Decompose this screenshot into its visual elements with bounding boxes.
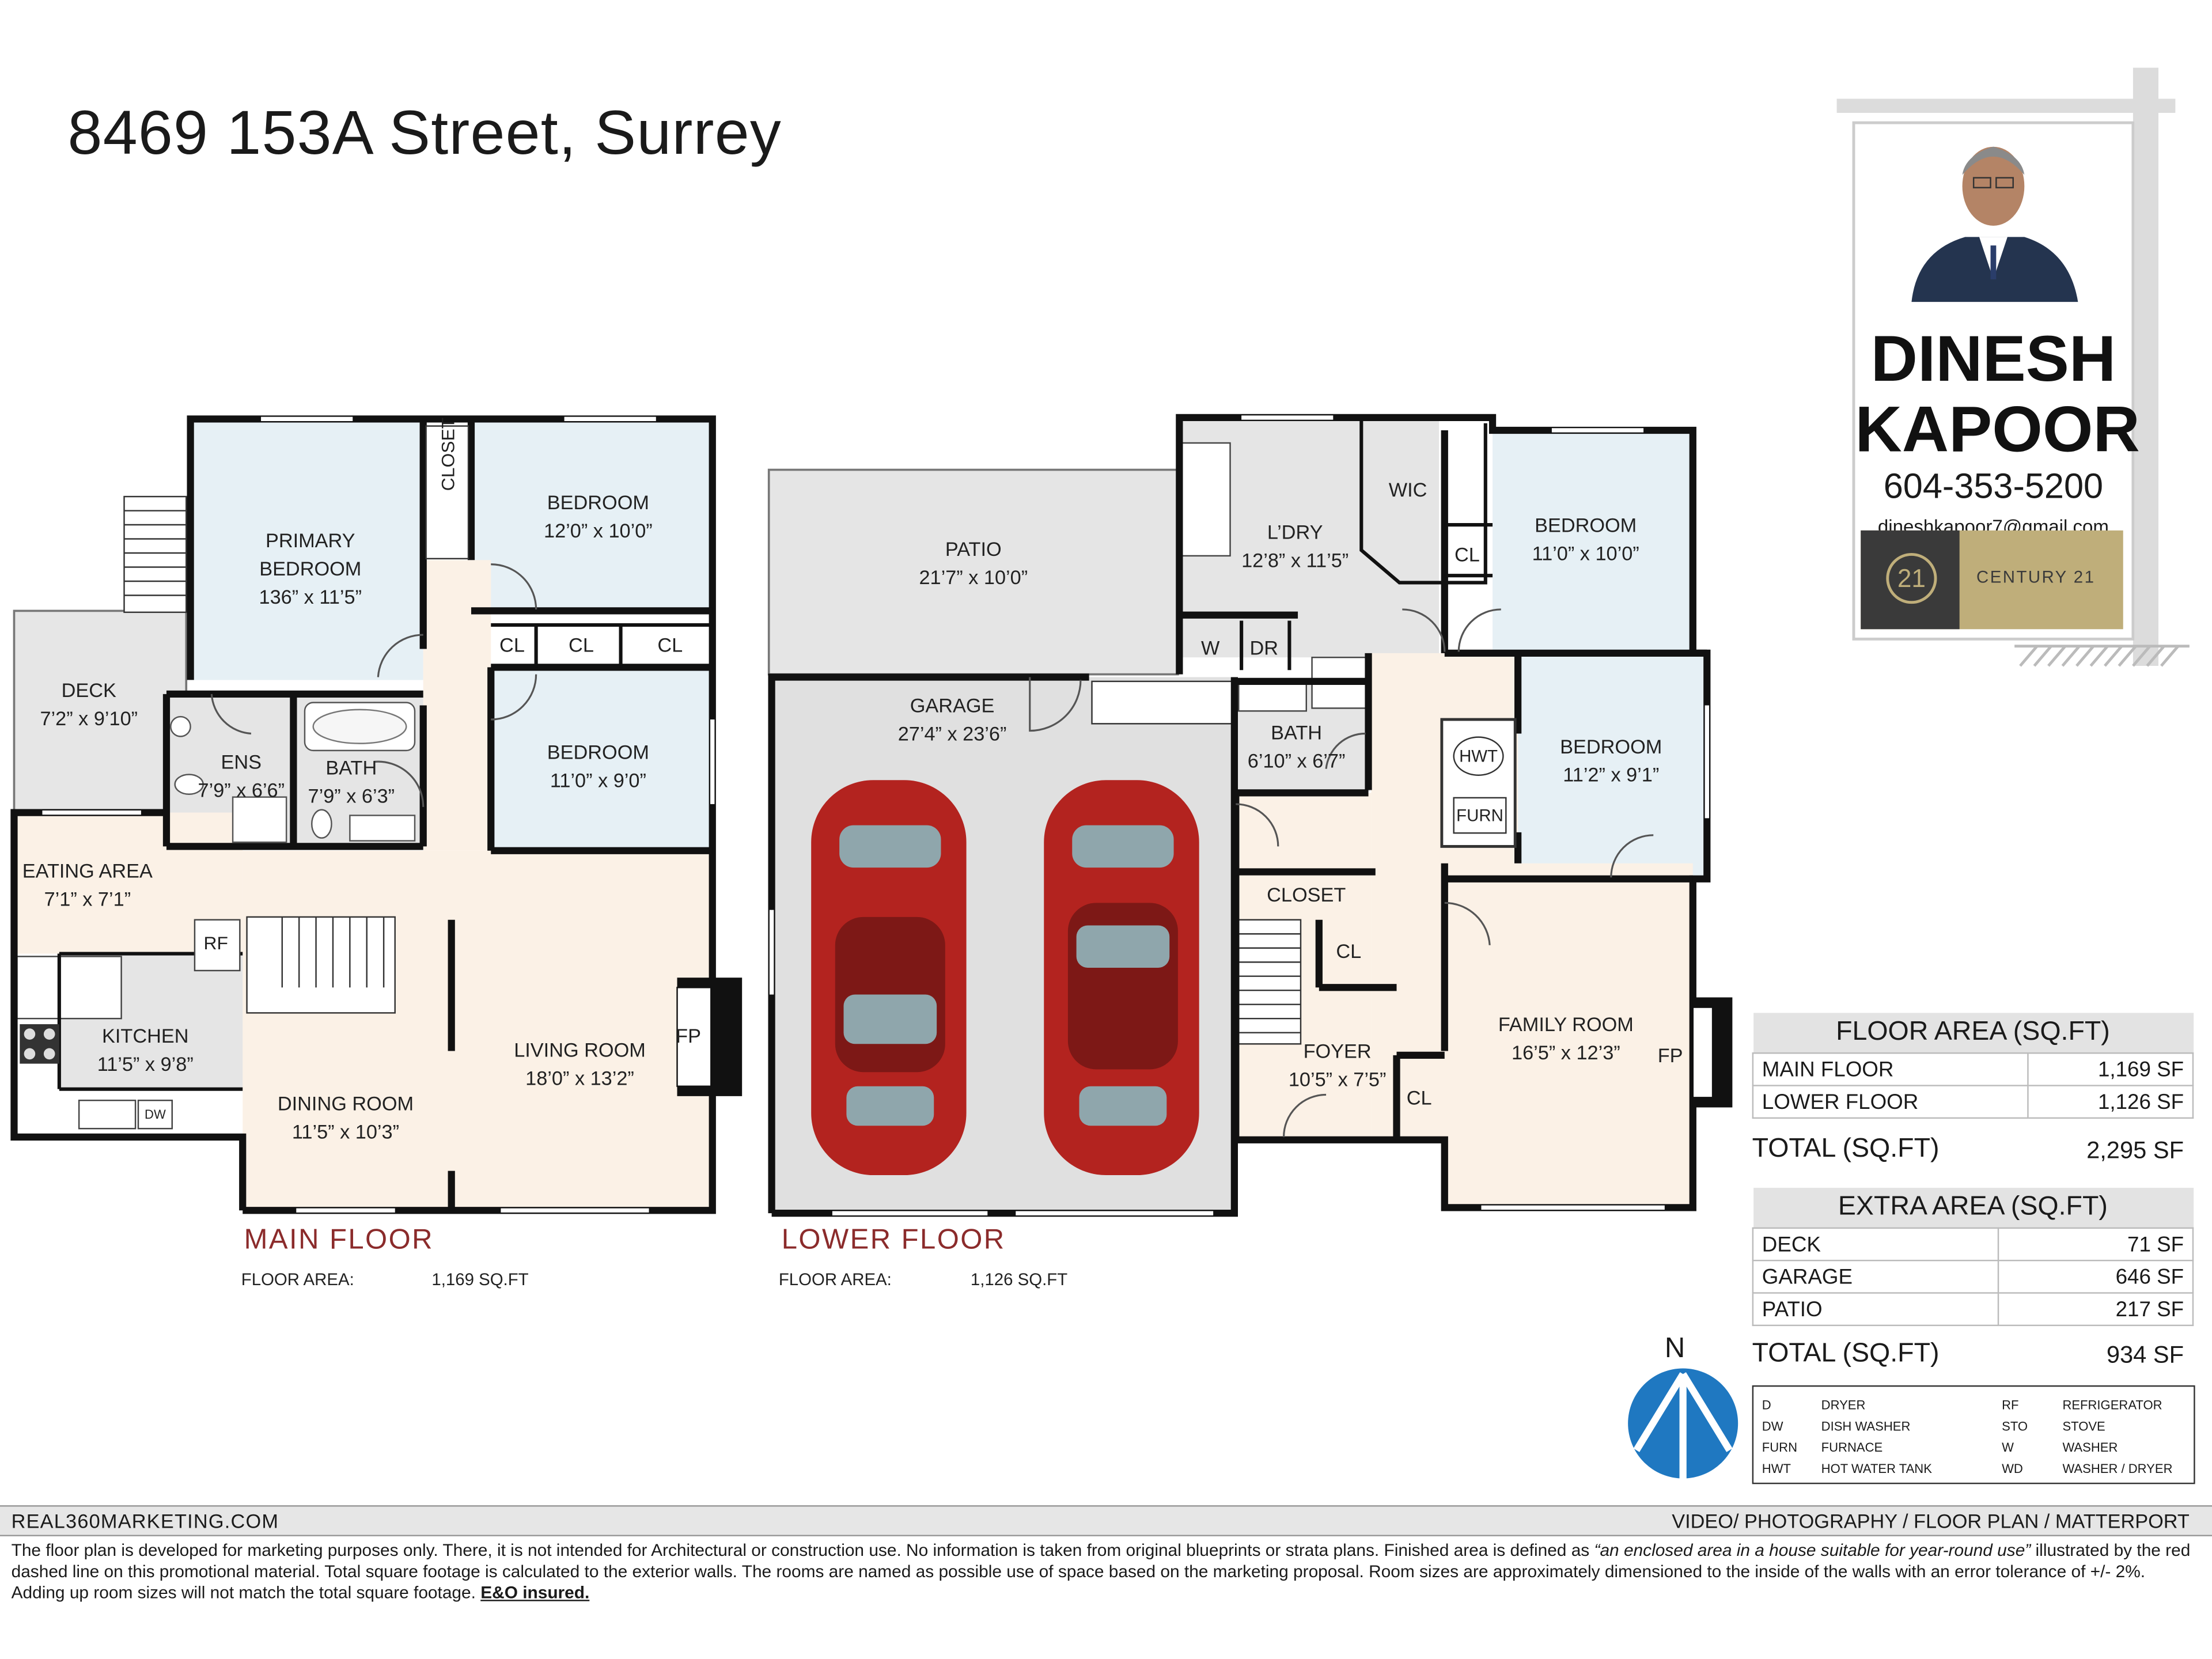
- lower-cl-3-label: CL: [1406, 1086, 1432, 1109]
- footer-website-link[interactable]: REAL360MARKETING.COM: [11, 1509, 279, 1532]
- agent-photo: [1911, 146, 2078, 302]
- main-floor-area-value: 1,169 SQ.FT: [431, 1270, 529, 1290]
- century21-mark: 21: [1861, 530, 1960, 630]
- agent-phone[interactable]: 604-353-5200: [1883, 467, 2104, 507]
- bedroom-area-2: [491, 667, 711, 848]
- floor-area-total-label: TOTAL (SQ.FT): [1752, 1134, 1940, 1164]
- lower-cl-1-label: CL: [1455, 543, 1480, 566]
- century21-seal: 21: [1886, 553, 1937, 604]
- floor-plan-drawing: [10, 414, 1733, 1217]
- hallway-area: [423, 560, 491, 851]
- compass-icon: [1628, 1368, 1738, 1479]
- deck-area: [13, 609, 188, 814]
- realtor-sign: DINESH KAPOOR 604-353-5200 dineshkapoor7…: [1852, 121, 2140, 641]
- compass-north-label: N: [1664, 1333, 1685, 1365]
- primary-bedroom-area: [190, 419, 423, 680]
- disclaimer-text: The floor plan is developed for marketin…: [11, 1540, 2191, 1603]
- main-fireplace-label: FP: [676, 1024, 701, 1047]
- hot-water-tank-label: HWT: [1453, 736, 1504, 776]
- main-cl-3-label: CL: [657, 633, 683, 656]
- floor-area-header: FLOOR AREA (SQ.FT): [1752, 1013, 2193, 1054]
- patio-area: [767, 468, 1179, 676]
- extra-area-total-label: TOTAL (SQ.FT): [1752, 1339, 1940, 1369]
- page-title: 8469 153A Street, Surrey: [67, 99, 782, 168]
- lower-fireplace-label: FP: [1657, 1044, 1683, 1067]
- floor-area-total-value: 2,295 SF: [2086, 1137, 2184, 1164]
- deck-stairs: [123, 495, 187, 613]
- lower-floor-area-value: 1,126 SQ.FT: [970, 1270, 1068, 1290]
- furnace-label: FURN: [1453, 797, 1507, 834]
- dryer-label: DR: [1249, 636, 1279, 659]
- living-dining-area: [243, 850, 711, 1208]
- bedroom-area-1: [471, 419, 711, 611]
- main-floor-title: MAIN FLOOR: [244, 1224, 434, 1256]
- century21-logo: 21 CENTURY 21: [1861, 530, 2123, 630]
- primary-bedroom-label: PRIMARY BEDROOM 136” x 11’5”: [259, 529, 362, 608]
- agent-last-name: KAPOOR: [1855, 392, 2140, 466]
- family-room-area: [1444, 863, 1693, 1208]
- brokerage-name: CENTURY 21: [1976, 567, 2096, 587]
- car-left: [811, 780, 967, 1176]
- footer-services: VIDEO/ PHOTOGRAPHY / FLOOR PLAN / MATTER…: [1672, 1509, 2190, 1532]
- extra-area-header: EXTRA AREA (SQ.FT): [1752, 1188, 2193, 1228]
- refrigerator-label: RF: [203, 932, 228, 954]
- lower-bedroom-area-1: [1493, 430, 1693, 653]
- main-cl-1-label: CL: [499, 633, 525, 656]
- lower-cl-2-label: CL: [1336, 940, 1362, 963]
- lower-closet-label: CLOSET: [1267, 883, 1346, 906]
- footer-bar: REAL360MARKETING.COM VIDEO/ PHOTOGRAPHY …: [0, 1505, 2212, 1536]
- lower-bedroom-area-2: [1518, 653, 1705, 879]
- agent-first-name: DINESH: [1870, 321, 2116, 395]
- main-cl-2-label: CL: [569, 633, 594, 656]
- main-floor-plan: [10, 415, 743, 1214]
- lower-floor-title: LOWER FLOOR: [781, 1224, 1006, 1256]
- main-floor-area-label: FLOOR AREA:: [241, 1270, 354, 1290]
- car-right: [1044, 780, 1199, 1176]
- main-closet-label: CLOSET: [437, 417, 459, 491]
- wic-label: WIC: [1388, 478, 1427, 501]
- washer-label: W: [1201, 636, 1220, 659]
- lower-floor-area-label: FLOOR AREA:: [778, 1270, 892, 1290]
- dishwasher-label: DW: [145, 1107, 166, 1122]
- realtor-sign-frame: [1836, 67, 2190, 667]
- extra-area-total-value: 934 SF: [2106, 1341, 2184, 1369]
